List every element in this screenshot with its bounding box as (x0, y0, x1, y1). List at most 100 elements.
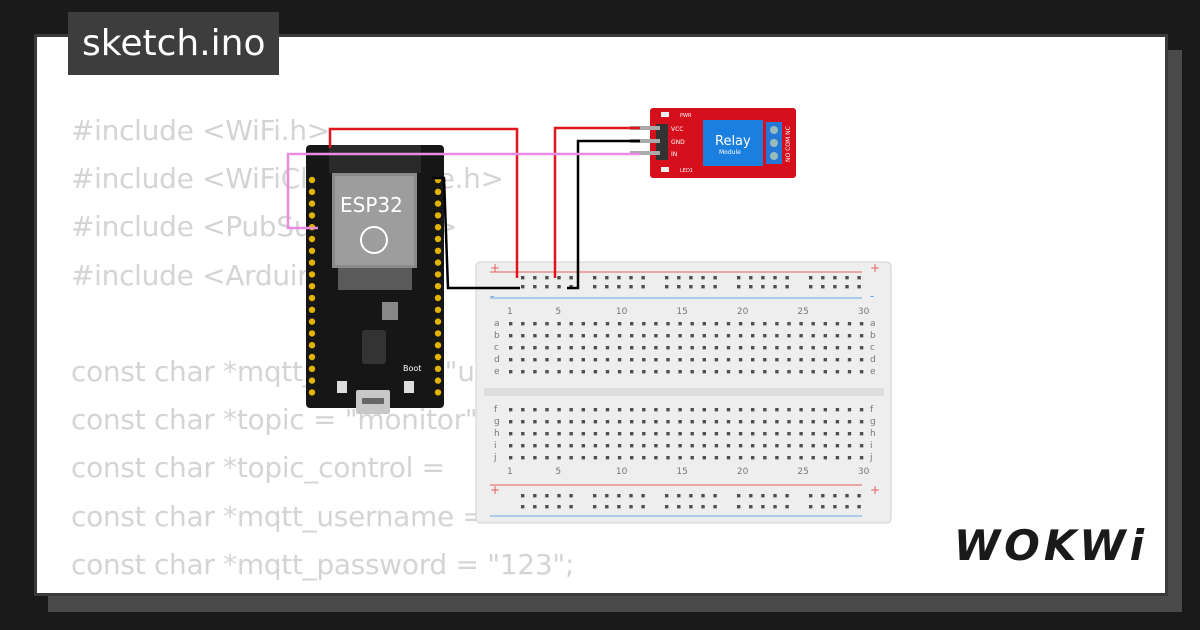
breadboard-holes (509, 276, 864, 509)
breadboard-row-label: b (494, 331, 500, 341)
esp32-pin[interactable] (434, 330, 442, 337)
breadboard-row-label: j (493, 453, 497, 463)
wokwi-logo: WOKWi (953, 521, 1148, 570)
wire-pink-signal-to-in (286, 152, 640, 230)
esp32-pin[interactable] (434, 259, 442, 266)
breadboard-col-number: 30 (858, 467, 870, 477)
esp32-pin[interactable] (308, 283, 316, 290)
relay-label: Relay (715, 134, 751, 149)
esp32-pin[interactable] (434, 377, 442, 384)
esp32-pin[interactable] (308, 259, 316, 266)
esp32-pin[interactable] (434, 247, 442, 254)
esp32-pin[interactable] (434, 389, 442, 396)
relay-pin-in: IN (671, 151, 677, 158)
breadboard-row-label: a (494, 319, 500, 329)
wire-red-breadboard-to-vcc (553, 126, 640, 278)
boot-label: Boot (403, 364, 421, 373)
espressif-logo-icon (360, 226, 388, 254)
breadboard-col-number: 10 (616, 467, 628, 477)
esp32-pin[interactable] (434, 365, 442, 372)
esp32-pin[interactable] (434, 188, 442, 195)
breadboard-row-label: f (870, 405, 874, 415)
esp32-pin[interactable] (308, 294, 316, 302)
breadboard-col-number: 10 (616, 307, 628, 317)
breadboard-row-label: h (494, 429, 500, 439)
esp32-pin[interactable] (434, 235, 442, 243)
breadboard-col-number: 5 (555, 467, 561, 477)
code-line: const char *mqtt_username = (71, 499, 495, 533)
wire-red-esp-to-breadboard (328, 127, 519, 278)
breadboard-row-label: g (494, 417, 500, 427)
breadboard-row-label: c (870, 343, 875, 353)
breadboard-plus-tr: + (870, 261, 880, 275)
esp32-board: ESP32 Boot (306, 145, 444, 414)
breadboard-row-label: f (494, 405, 498, 415)
breadboard-row-label: d (494, 355, 500, 365)
wire-black-esp-gnd-to-breadboard (432, 176, 520, 290)
relay-pin-gnd: GND (671, 139, 685, 146)
esp32-pin[interactable] (434, 306, 442, 313)
esp32-pin[interactable] (308, 176, 316, 184)
esp32-pin[interactable] (308, 200, 316, 207)
breadboard-plus-bl: + (490, 483, 500, 497)
esp32-pin[interactable] (308, 342, 316, 349)
esp32-pin[interactable] (434, 224, 442, 231)
esp32-pin[interactable] (434, 353, 442, 361)
esp32-pin[interactable] (434, 200, 442, 207)
breadboard-row-label: d (870, 355, 876, 365)
breadboard-col-number: 20 (737, 307, 749, 317)
esp32-pin[interactable] (434, 318, 442, 325)
breadboard-row-label: e (494, 367, 500, 377)
esp32-pin[interactable] (308, 377, 316, 384)
breadboard-row-label: j (869, 453, 873, 463)
breadboard-minus-tl: - (490, 289, 494, 303)
breadboard-plus-tl: + (490, 261, 500, 275)
esp32-pin[interactable] (434, 271, 442, 278)
reset-button[interactable] (337, 381, 347, 393)
breadboard-row-label: i (494, 441, 497, 451)
esp32-label: ESP32 (340, 193, 403, 217)
breadboard-col-number: 15 (676, 467, 687, 477)
relay-led-led1: LED1 (680, 168, 693, 174)
esp32-pin[interactable] (434, 283, 442, 290)
breadboard-col-number: 15 (676, 307, 687, 317)
esp32-pin[interactable] (308, 247, 316, 254)
wire-black-breadboard-to-gnd (567, 139, 640, 290)
breadboard-col-number: 30 (858, 307, 870, 317)
breadboard-col-number: 20 (737, 467, 749, 477)
code-line: #include <WiFi.h> (71, 114, 330, 147)
esp32-pin[interactable] (434, 212, 442, 219)
breadboard-row-label: b (870, 331, 876, 341)
esp32-pin[interactable] (434, 294, 442, 302)
breadboard-col-number: 5 (555, 307, 561, 317)
esp32-pin[interactable] (308, 389, 316, 396)
relay-terminals-label: NO COM NC (785, 126, 792, 162)
breadboard-row-label: c (494, 343, 499, 353)
code-line: const char *mqtt_password = "123"; (71, 547, 575, 581)
esp32-pin[interactable] (308, 188, 316, 195)
esp32-pin[interactable] (308, 318, 316, 325)
breadboard-col-number: 25 (797, 307, 808, 317)
esp32-pin[interactable] (308, 330, 316, 337)
breadboard-row-label: i (870, 441, 873, 451)
esp32-pin[interactable] (308, 212, 316, 219)
esp32-pins (308, 176, 442, 396)
esp32-pin[interactable] (308, 353, 316, 361)
breadboard-col-number: 1 (507, 307, 513, 317)
boot-button[interactable] (404, 381, 414, 393)
code-line: const char *topic_control = (71, 451, 454, 485)
esp32-pin[interactable] (308, 306, 316, 313)
code-line: const char *topic = "monitor"; (71, 403, 487, 437)
relay-sublabel: Module (719, 149, 741, 156)
breadboard-col-number: 25 (797, 467, 808, 477)
esp32-pin[interactable] (308, 235, 316, 243)
relay-module: Relay Module NO COM NC VCC GND IN PWR LE… (630, 108, 796, 178)
breadboard-row-label: a (870, 319, 876, 329)
esp32-pin[interactable] (308, 365, 316, 372)
breadboard-row-label: e (870, 367, 876, 377)
esp32-pin[interactable] (434, 342, 442, 349)
esp32-pin[interactable] (308, 271, 316, 278)
